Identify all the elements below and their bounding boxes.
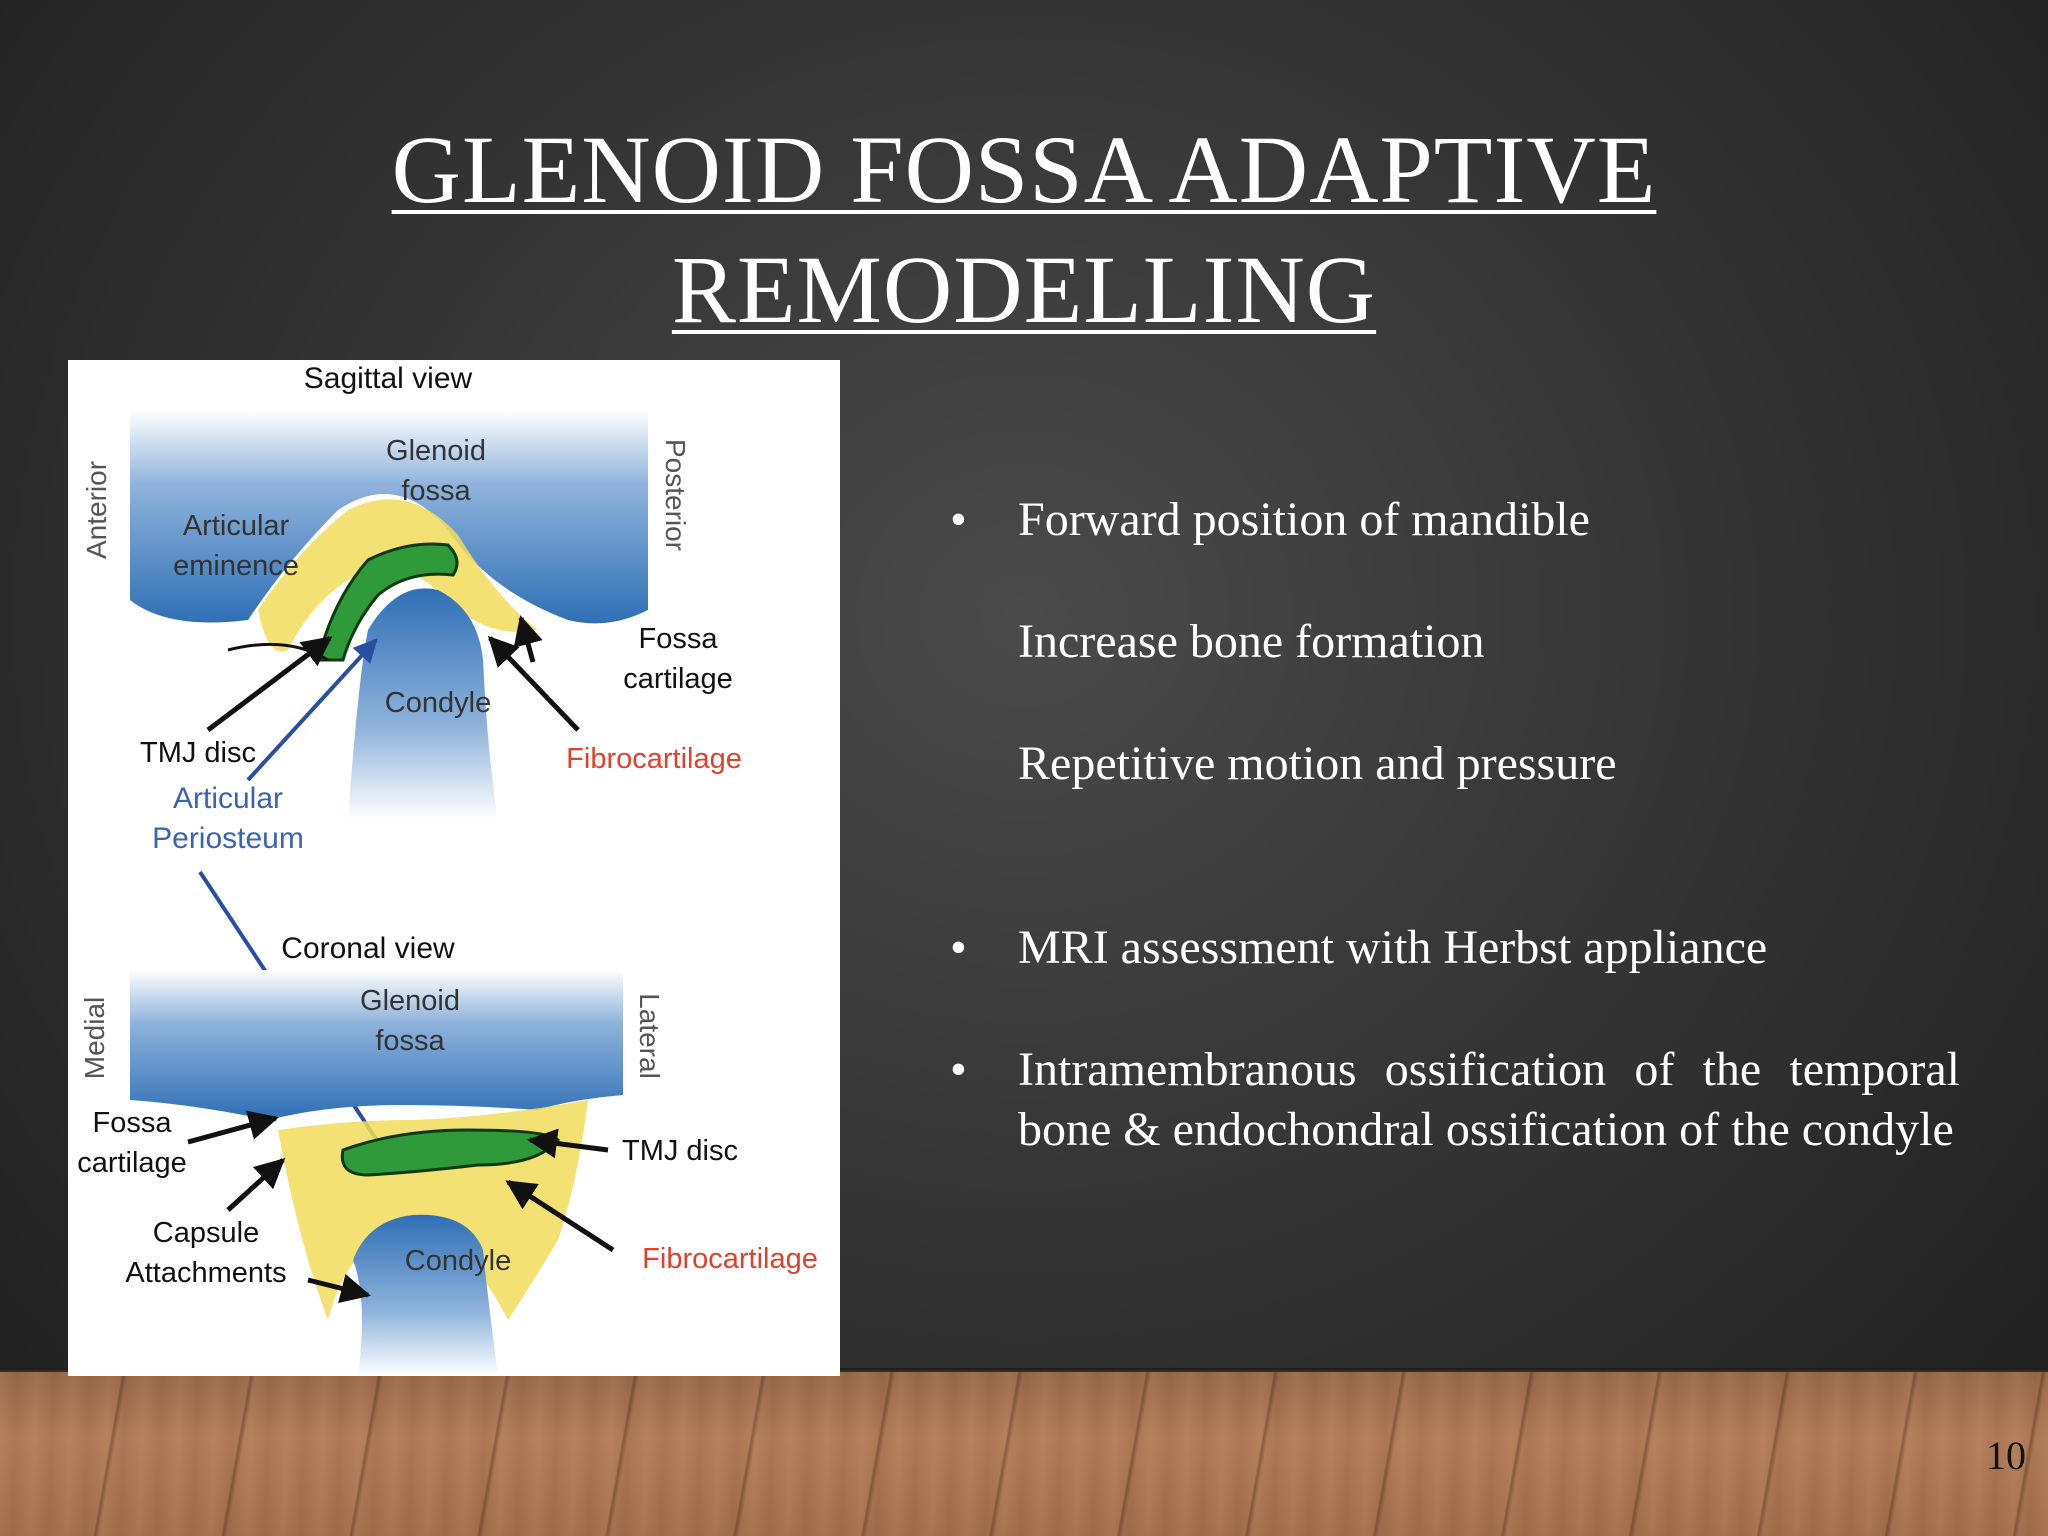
title-line-1: GLENOID FOSSA ADAPTIVE: [391, 116, 1657, 223]
label-fossa-cartilage-line1: Fossa: [639, 623, 719, 655]
tmj-diagram: Sagittal view Anterior Posterior Glenoid…: [68, 360, 840, 1376]
sagittal-condyle: [348, 588, 498, 820]
bullet-subitem-2: Repetitive motion and pressure: [1018, 737, 1617, 790]
bullet-item-1: • Forward position of mandible: [950, 490, 1960, 550]
arrow-periosteum-sagittal: [246, 638, 378, 782]
sagittal-temporal-bone: [130, 410, 648, 624]
bullet-subitem-1: Increase bone formation: [1018, 615, 1485, 668]
label-tmj-disc: TMJ disc: [140, 737, 256, 769]
bullet-list: • Forward position of mandible Increase …: [950, 490, 1960, 1160]
label-coronal-glenoid-line2: fossa: [375, 1025, 445, 1057]
sagittal-fibrocartilage: [258, 499, 538, 652]
arrow-coronal-fossa-cartilage: [187, 1110, 279, 1145]
bullet-item-2: • MRI assessment with Herbst appliance: [950, 918, 1960, 978]
label-fibrocartilage: Fibrocartilage: [566, 743, 742, 775]
coronal-view: Coronal view Medial Lateral Glenoid foss…: [77, 932, 818, 1376]
page-number: 10: [1986, 1433, 2026, 1478]
arrow-tmj-disc: [206, 636, 333, 732]
arrow-capsule-lower: [307, 1273, 371, 1304]
bullet-dot: •: [950, 1043, 967, 1096]
bullet-dot: •: [950, 921, 967, 974]
bullet-dot: •: [950, 493, 967, 546]
tmj-diagram-svg: Sagittal view Anterior Posterior Glenoid…: [77, 362, 818, 1376]
label-coronal-condyle: Condyle: [405, 1245, 511, 1277]
label-fossa-cartilage-line2: cartilage: [623, 663, 733, 695]
bullet-item-3-text: Intramembranous ossification of the temp…: [1018, 1043, 1960, 1156]
label-capsule-line1: Capsule: [153, 1217, 259, 1249]
coronal-condyle: [353, 1214, 498, 1376]
label-coronal-fossa-cartilage-line1: Fossa: [93, 1107, 173, 1139]
arrow-fibrocartilage: [487, 635, 580, 732]
bullet-item-2-text: MRI assessment with Herbst appliance: [1018, 921, 1768, 974]
arrow-fossa-cartilage: [513, 615, 543, 663]
bullet-item-1-text: Forward position of mandible: [1018, 493, 1590, 546]
label-capsule-line2: Attachments: [125, 1257, 286, 1289]
coronal-heading: Coronal view: [281, 932, 455, 965]
arrow-coronal-tmj-disc: [527, 1128, 609, 1159]
label-posterior: Posterior: [660, 439, 691, 551]
label-glenoid-fossa-line2: fossa: [401, 475, 471, 507]
slide-title: GLENOID FOSSA ADAPTIVE REMODELLING: [240, 110, 1808, 350]
label-lateral: Lateral: [634, 993, 665, 1079]
label-articular-eminence-line1: Articular: [183, 510, 290, 542]
coronal-temporal-bone: [130, 970, 623, 1120]
title-line-2: REMODELLING: [671, 236, 1377, 343]
label-articular-periosteum-line1: Articular: [173, 782, 283, 815]
label-coronal-fossa-cartilage-line2: cartilage: [77, 1147, 187, 1179]
label-articular-eminence-line2: eminence: [173, 550, 299, 582]
label-coronal-tmj-disc: TMJ disc: [622, 1135, 738, 1167]
arrow-coronal-fibrocartilage: [505, 1179, 615, 1253]
label-condyle: Condyle: [385, 687, 491, 719]
label-glenoid-fossa-line1: Glenoid: [386, 435, 486, 467]
arrow-capsule-upper: [226, 1157, 286, 1212]
floor-edge: [0, 1368, 2048, 1374]
sagittal-tmj-disc: [316, 542, 459, 662]
label-anterior: Anterior: [81, 461, 112, 559]
label-coronal-glenoid-line1: Glenoid: [360, 985, 460, 1017]
label-coronal-fibrocartilage: Fibrocartilage: [642, 1243, 818, 1275]
wooden-floor: [0, 1372, 2048, 1536]
sagittal-heading: Sagittal view: [304, 362, 473, 395]
label-medial: Medial: [79, 997, 110, 1079]
label-articular-periosteum-line2: Periosteum: [152, 822, 304, 855]
bullet-item-3: • Intramembranous ossification of the te…: [950, 1040, 1960, 1160]
sagittal-view: Sagittal view Anterior Posterior Glenoid…: [81, 362, 742, 1163]
